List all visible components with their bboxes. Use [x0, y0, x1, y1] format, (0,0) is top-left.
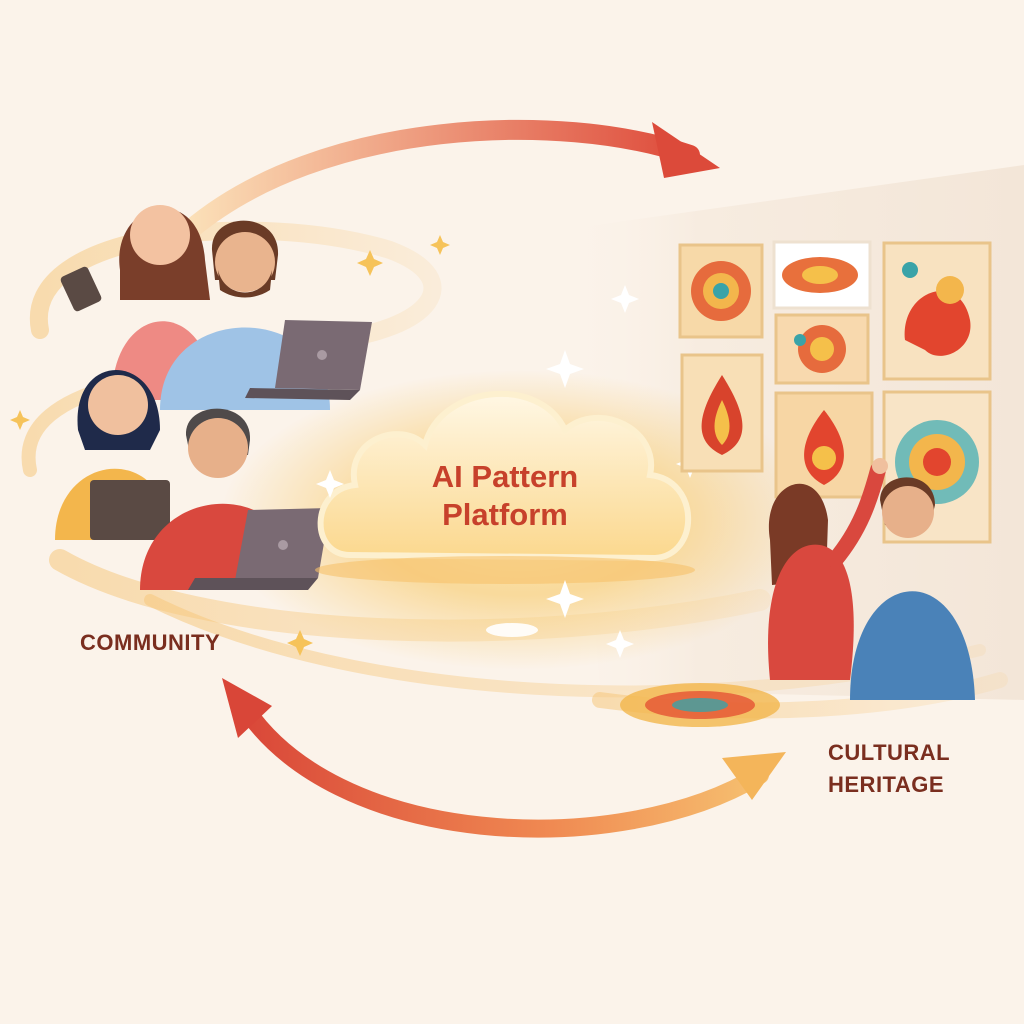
person-man-laptop-top [160, 220, 372, 410]
platform-title-line1: AI Pattern [431, 459, 579, 494]
arrow-top [180, 119, 720, 240]
artwork-frame [678, 243, 764, 339]
community-group [55, 205, 372, 590]
person-woman-visitor [768, 458, 888, 680]
heritage-visitors [768, 458, 975, 700]
laptop-icon [188, 508, 330, 590]
floor-pattern [620, 683, 780, 727]
community-label: COMMUNITY [80, 630, 221, 655]
heritage-label-line2: HERITAGE [828, 772, 945, 797]
artwork-frame [882, 241, 992, 381]
artwork-frame [680, 353, 764, 473]
artwork-frame [774, 391, 874, 499]
person-man-laptop-bottom [140, 408, 330, 590]
heritage-label: CULTURAL HERITAGE [828, 737, 950, 801]
sparkle-icon [10, 235, 450, 656]
artwork-frame [772, 240, 872, 310]
platform-title-line2: Platform [442, 497, 568, 532]
platform-title: AI Pattern Platform [360, 458, 650, 534]
heritage-label-line1: CULTURAL [828, 740, 951, 765]
arrow-bottom [222, 678, 786, 838]
artwork-frame [774, 313, 870, 385]
cloud-icon [315, 390, 695, 584]
laptop-icon [245, 320, 372, 400]
tablet-icon [60, 266, 102, 312]
person-woman-tablet [55, 370, 170, 540]
person-man-visitor [850, 477, 975, 700]
